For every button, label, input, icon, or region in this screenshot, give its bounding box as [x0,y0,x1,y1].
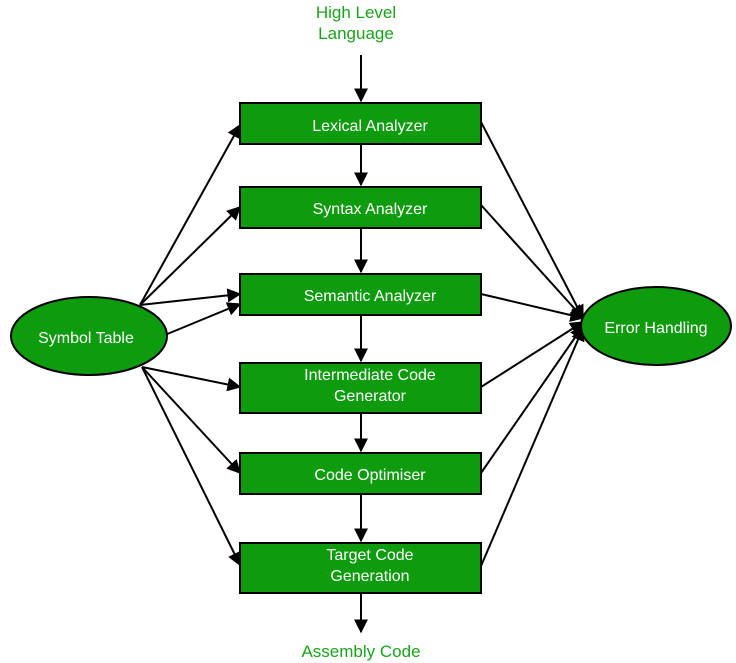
arrow-symtab-to-semantic-lower [159,302,242,338]
syntax-analyzer-label: Syntax Analyzer [313,201,428,218]
error-handling-oval [580,286,732,366]
arrow-symtab-to-intermediate [141,366,242,392]
arrow-semantic-to-error [480,293,585,322]
arrow-syntax-to-error [480,204,584,320]
semantic-analyzer-box [239,273,482,316]
lexical-analyzer-box [239,102,482,145]
arrow-lexical-to-error [480,121,584,320]
intermediate-code-generator-label-line2: Generator [334,388,407,405]
syntax-analyzer-box [239,186,482,229]
arrow-optimiser-to-error [480,324,584,474]
output-label: Assembly Code [301,642,420,661]
code-optimiser-label: Code Optimiser [314,467,426,484]
input-label-line1: High Level [316,3,396,22]
symbol-table-oval [10,296,168,376]
target-code-generation-box [239,542,482,594]
intermediate-code-generator-label-line1: Intermediate Code [304,367,436,384]
code-optimiser-box [239,452,482,495]
arrow-intermediate-to-error [480,321,585,388]
arrow-symtab-to-semantic-upper [139,288,242,306]
target-code-generation-label-line2: Generation [330,568,409,585]
target-code-generation-label-line1: Target Code [326,547,413,564]
arrow-symtab-to-optimiser [141,366,241,475]
intermediate-code-generator-box [239,362,482,414]
semantic-analyzer-label: Semantic Analyzer [304,288,437,305]
input-label-line2: Language [318,24,394,43]
symbol-table-label: Symbol Table [38,330,134,347]
arrow-symtab-to-syntax [139,206,241,306]
arrow-symtab-to-lexical [139,123,241,306]
arrow-symtab-to-target [141,366,241,567]
arrow-target-to-error [480,326,585,567]
error-handling-label: Error Handling [604,320,707,337]
lexical-analyzer-label: Lexical Analyzer [312,118,428,135]
